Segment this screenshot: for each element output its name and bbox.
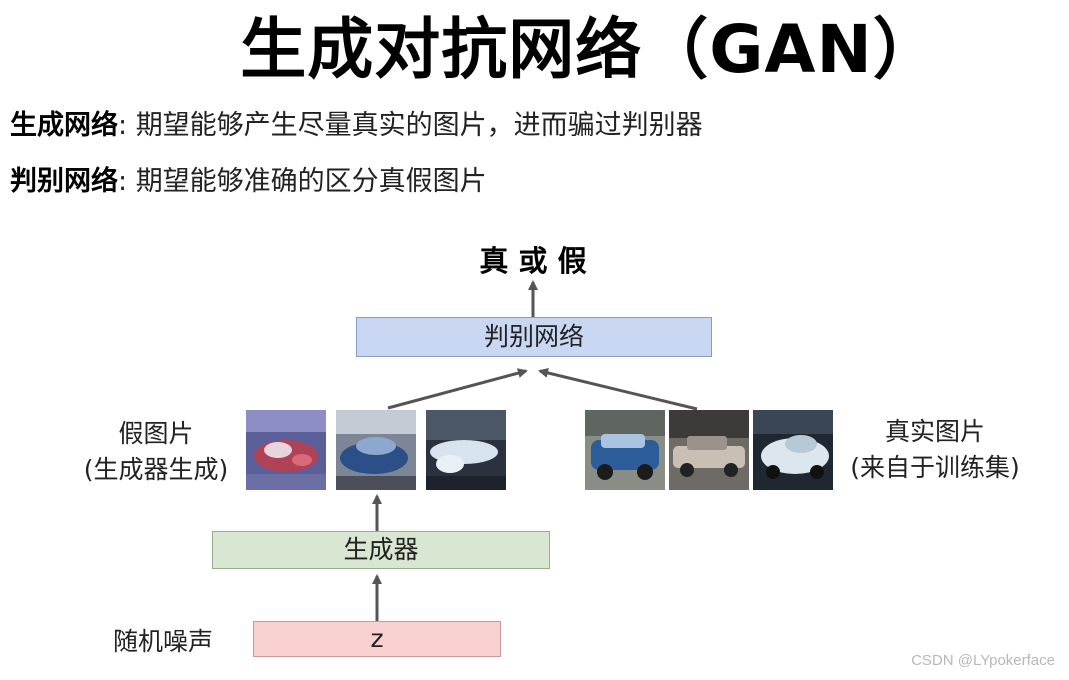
real-image-1 <box>585 410 665 490</box>
watermark: CSDN @LYpokerface <box>911 652 1055 669</box>
fake-image-2-picture <box>336 410 416 490</box>
generator-box: 生成器 <box>212 531 550 569</box>
fake-image-1-picture <box>246 410 326 490</box>
real-image-3 <box>753 410 833 490</box>
page-title: 生成对抗网络（GAN） <box>240 11 940 88</box>
arrow-real-to-discriminator <box>538 368 698 411</box>
real-image-2-picture <box>669 410 749 490</box>
noise-label: 随机噪声 <box>112 627 213 656</box>
discriminator-text: 期望能够准确的区分真假图片 <box>135 166 487 197</box>
fake-image-2 <box>336 410 416 490</box>
real-image-1-picture <box>585 410 665 490</box>
real-image-3-picture <box>753 410 833 490</box>
fake-image-3 <box>426 410 506 490</box>
output-label: 真 或 假 <box>479 244 587 278</box>
generator-description: 生成网络: 期望能够产生尽量真实的图片，进而骗过判别器 <box>10 103 703 142</box>
discriminator-term: 判别网络 <box>10 166 118 197</box>
real-image-2 <box>669 410 749 490</box>
fake-label-line1: 假图片 <box>118 419 194 448</box>
fake-image-1 <box>246 410 326 490</box>
arrow-fake-to-discriminator <box>387 368 528 410</box>
discriminator-sep: : <box>118 166 136 197</box>
fake-images-label: 假图片 (生成器生成) <box>70 416 242 488</box>
generator-text: 期望能够产生尽量真实的图片，进而骗过判别器 <box>135 110 703 141</box>
discriminator-description: 判别网络: 期望能够准确的区分真假图片 <box>10 159 487 198</box>
generator-term: 生成网络 <box>10 110 118 141</box>
discriminator-box: 判别网络 <box>356 317 712 357</box>
fake-label-line2: (生成器生成) <box>83 455 229 484</box>
z-box: z <box>253 621 501 657</box>
generator-sep: : <box>118 110 136 141</box>
real-images-label: 真实图片 (来自于训练集) <box>836 414 1034 486</box>
real-label-line1: 真实图片 <box>884 417 985 446</box>
fake-image-3-picture <box>426 410 506 490</box>
real-label-line2: (来自于训练集) <box>850 453 1020 482</box>
